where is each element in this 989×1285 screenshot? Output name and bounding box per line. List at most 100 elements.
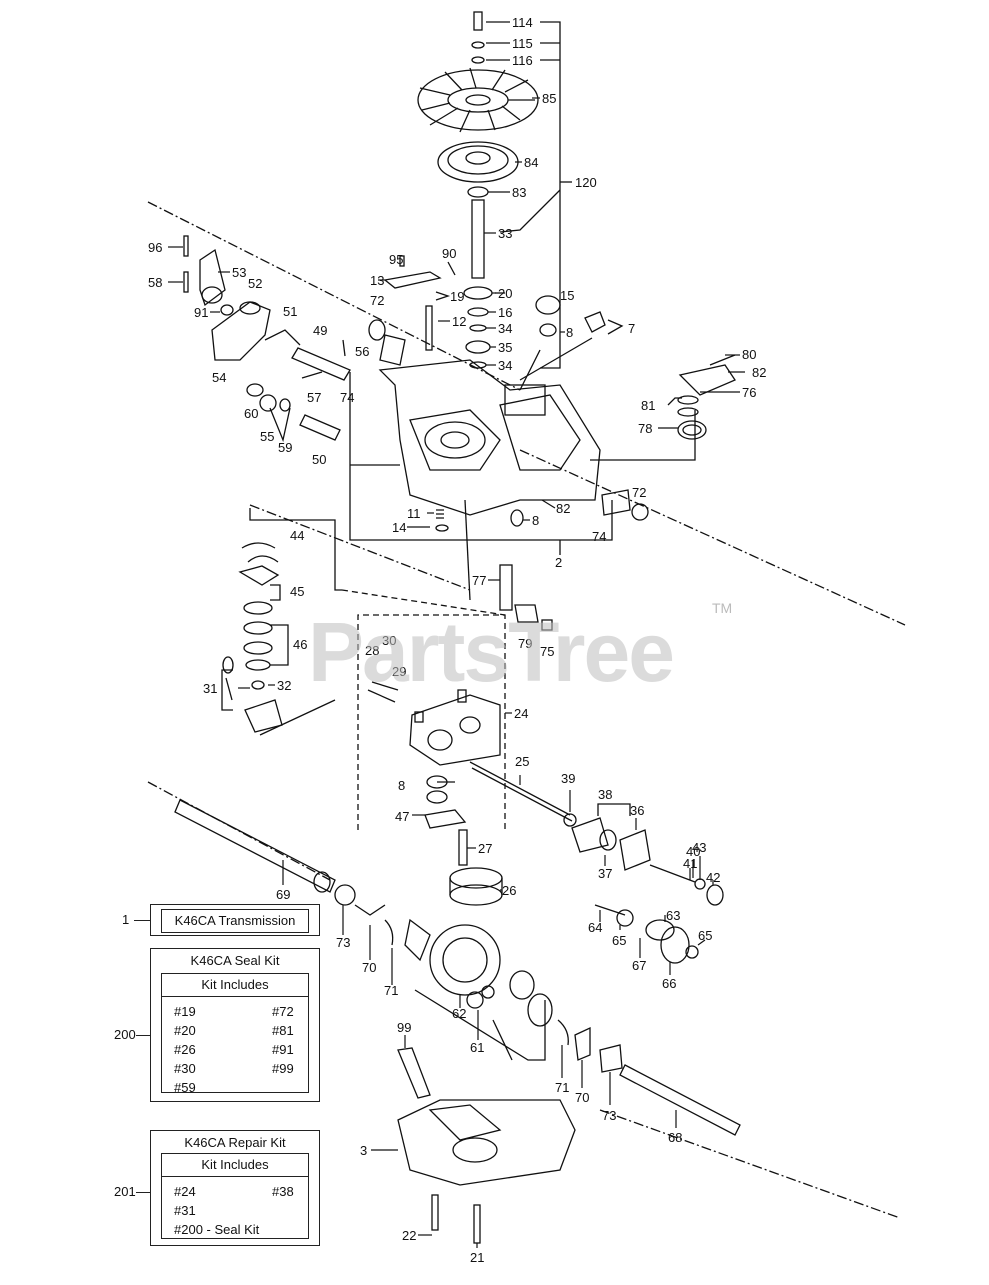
spring-78 [677,420,707,440]
callout: 24 [514,706,528,721]
callout: 83 [512,185,526,200]
callout: 30 [382,633,396,648]
callout: 13 [370,273,384,288]
upper-housing [378,359,601,516]
repair-kit-inner: Kit Includes #24 #31 #200 - Seal Kit #38 [161,1153,309,1239]
callout: 74 [340,390,354,405]
callout: 19 [450,289,464,304]
seal-kit-item: #19 [174,1004,196,1019]
callout: 72 [370,293,384,308]
seal-kit-item: #99 [272,1061,294,1076]
callout: 28 [365,643,379,658]
callout: 2 [555,555,562,570]
callout: 84 [524,155,538,170]
callout: 115 [512,36,533,51]
callout: 38 [598,787,612,802]
callout: 70 [575,1090,589,1105]
callout: 8 [398,778,405,793]
callout: 32 [277,678,291,693]
callout: 74 [592,529,606,544]
tube-99 [397,1047,431,1099]
block-45 [238,565,280,586]
callout: 65 [698,928,712,943]
callout: 34 [498,321,512,336]
repair-kit-subtitle: Kit Includes [162,1154,308,1177]
callout: 54 [212,370,226,385]
callout: 114 [512,15,533,30]
seal-kit-inner: Kit Includes #19 #20 #26 #30 #59 #72 #81… [161,973,309,1095]
callout: 71 [555,1080,569,1095]
callout: 61 [470,1040,484,1055]
seal-kit-item-number: 200 [114,1027,136,1042]
seal-kit-item: #30 [174,1061,196,1076]
callout: 3 [360,1143,367,1158]
callout: 82 [752,365,766,380]
callout: 46 [293,637,307,652]
callout: 55 [260,429,274,444]
callout: 77 [472,573,486,588]
callout: 33 [498,226,512,241]
callout: 8 [532,513,539,528]
callout: 63 [666,908,680,923]
callout: 60 [244,406,258,421]
callout: 53 [232,265,246,280]
axis-line-upper-left [147,201,521,391]
axle-69 [174,799,336,893]
callout: 91 [194,305,208,320]
callout: 42 [706,870,720,885]
callout: 96 [148,240,162,255]
callout: 37 [598,866,612,881]
callout: 64 [588,920,602,935]
seal-kit-item: #72 [272,1004,294,1019]
seal-kit-box: K46CA Seal Kit Kit Includes #19 #20 #26 … [150,948,320,1102]
callout: 67 [632,958,646,973]
seal-kit-title: K46CA Seal Kit [190,953,280,968]
shaft-33 [471,199,485,279]
callout: 73 [336,935,350,950]
repair-kit-item: #31 [174,1203,196,1218]
callout: 16 [498,305,512,320]
transmission-item-number: 1 [122,912,130,927]
center-section-24 [409,694,501,766]
callout: 73 [602,1108,616,1123]
callout: 72 [632,485,646,500]
callout: 7 [628,321,635,336]
repair-kit-item: #200 - Seal Kit [174,1222,260,1237]
axis-line-lower-right [599,1109,901,1219]
callout: 69 [276,887,290,902]
callout: 68 [668,1130,682,1145]
gear-62 [429,924,501,996]
callout: 36 [630,803,644,818]
callout: 75 [540,644,554,659]
fan-85 [417,69,539,131]
repair-kit-item-number: 201 [114,1184,136,1199]
pulley-84 [437,141,519,183]
axle-68 [619,1064,741,1136]
callout: 40 [686,844,700,859]
callout: 116 [512,53,533,68]
callout: 22 [402,1228,416,1243]
axis-line-upper-right [519,449,906,626]
callout: 21 [470,1250,484,1265]
callout: 99 [397,1020,411,1035]
callout: 82 [556,501,570,516]
watermark: PartsTree [308,605,675,699]
callout: 8 [566,325,573,340]
repair-kit-item: #38 [272,1184,294,1199]
callout: 34 [498,358,512,373]
callout: 31 [203,681,217,696]
callout: 47 [395,809,409,824]
callout: 52 [248,276,262,291]
callout: 85 [542,91,556,106]
callout: 57 [307,390,321,405]
lower-housing-3 [397,1099,576,1186]
callout: 50 [312,452,326,467]
callout: 11 [407,506,421,521]
seal-kit-subtitle: Kit Includes [162,974,308,997]
callout: 20 [498,286,512,301]
callout: 58 [148,275,162,290]
callout: 120 [575,175,597,190]
shaft-50 [299,414,341,441]
